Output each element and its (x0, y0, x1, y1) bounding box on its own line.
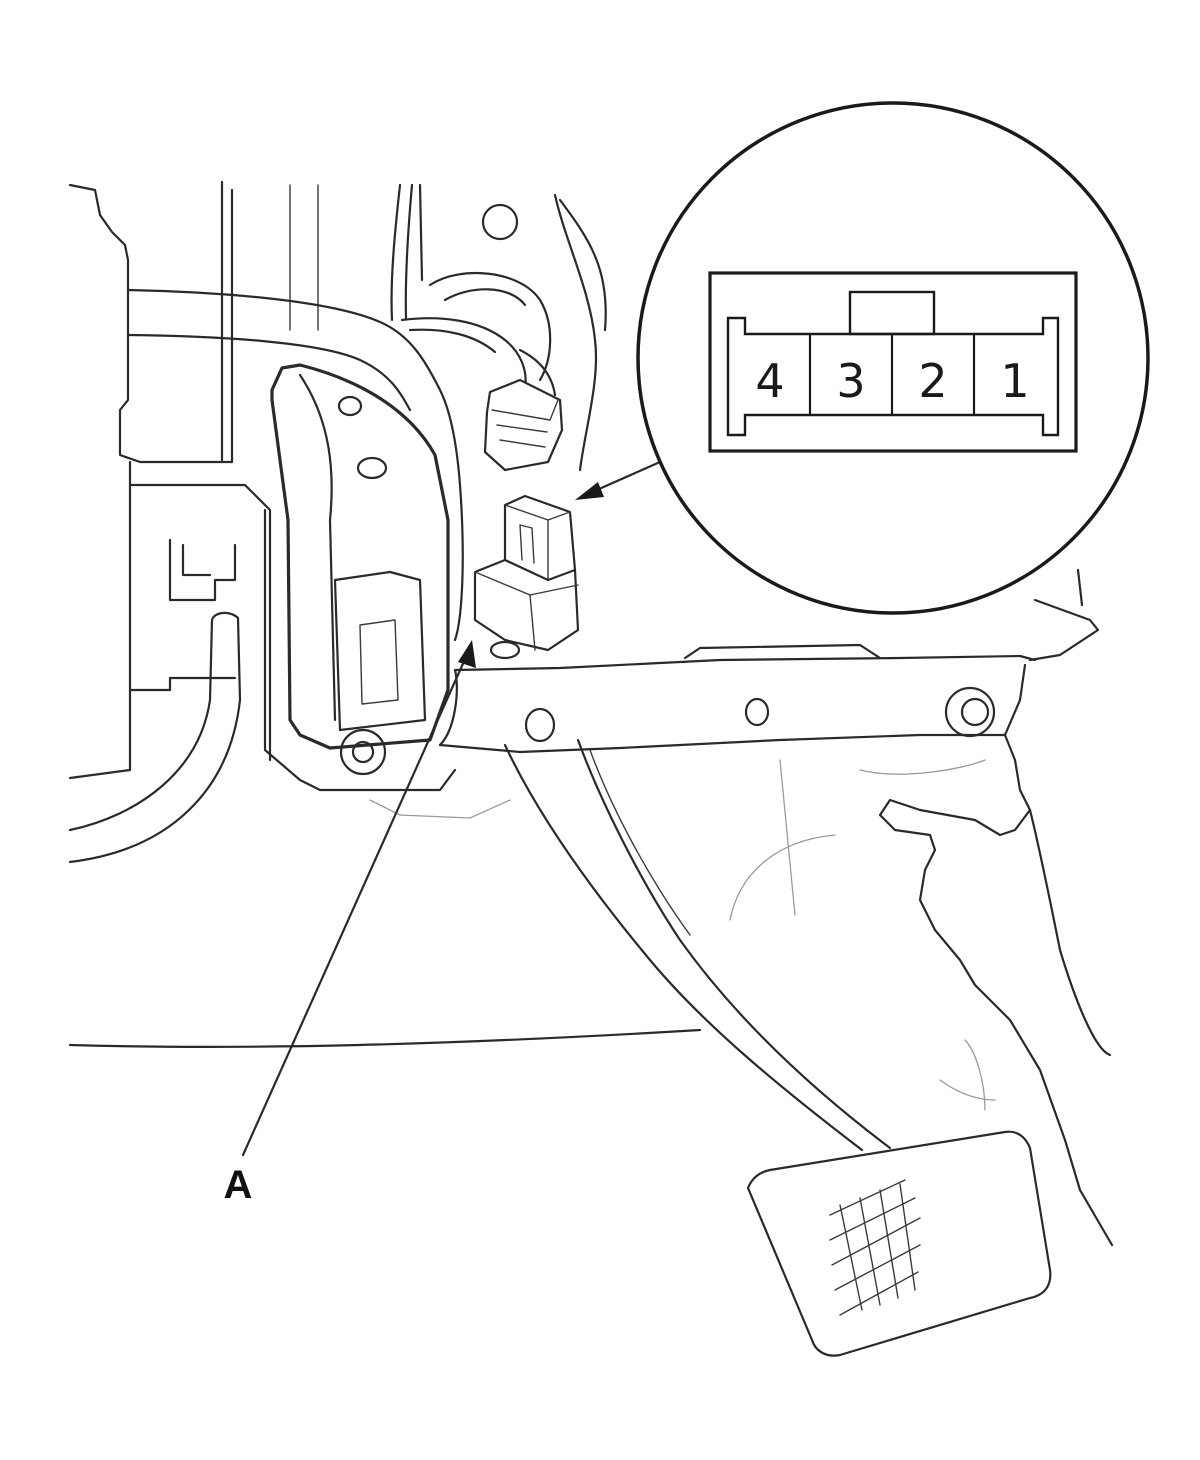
floor-line (68, 1028, 702, 1048)
connector-detail-view: 4 3 2 1 (636, 101, 1150, 615)
arrow-head-icon (575, 482, 604, 500)
arrow-head-icon (458, 640, 476, 668)
brake-pedal-position-switch (473, 494, 580, 660)
harness-connector-upper (400, 317, 564, 472)
terminal-number-2: 2 (918, 354, 947, 408)
wire-harness (68, 288, 464, 864)
terminal-number-4: 4 (755, 354, 784, 408)
zoom-leader (575, 460, 662, 500)
dash-panel-outline (68, 180, 319, 780)
body-structure-right (729, 568, 1114, 1247)
terminal-number-3: 3 (836, 354, 865, 408)
terminal-number-1: 1 (1000, 354, 1029, 408)
callout-leader-a (241, 640, 476, 1157)
callout-label-a: A (224, 1163, 253, 1207)
mounting-column (390, 183, 607, 472)
pedal-bracket (263, 363, 511, 819)
brake-pedal (503, 738, 1052, 1357)
cross-member (438, 643, 1037, 754)
